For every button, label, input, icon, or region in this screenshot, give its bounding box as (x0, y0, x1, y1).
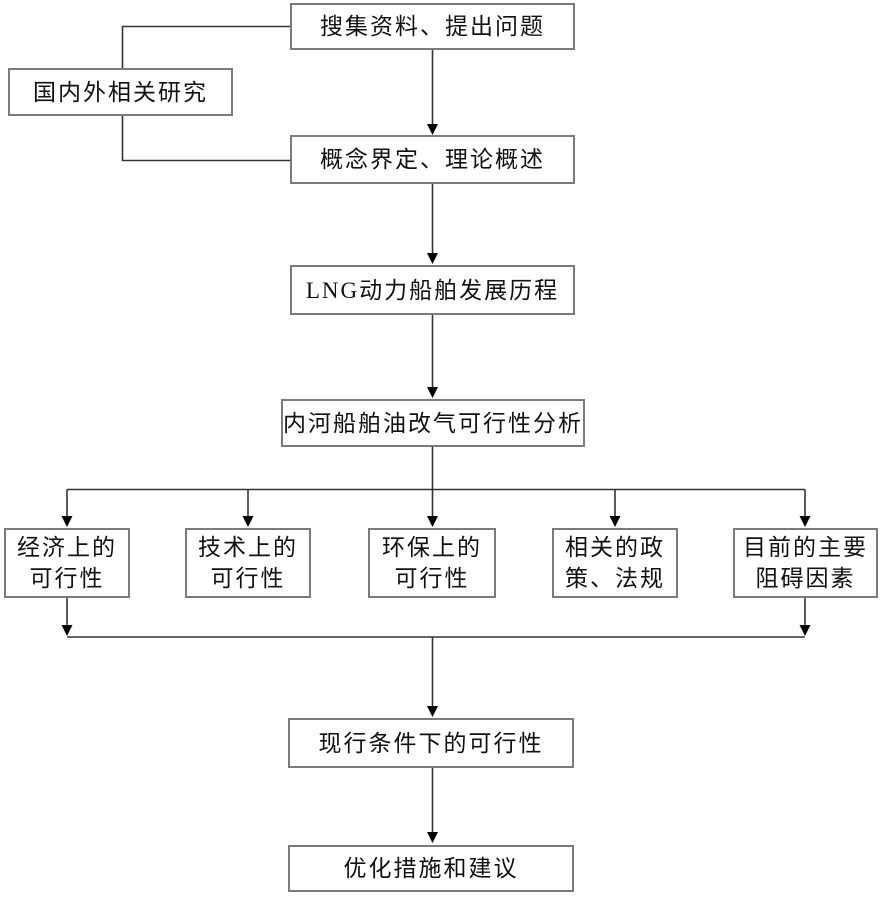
node-label: 策、法规 (565, 566, 665, 591)
arrowhead-icon (427, 387, 438, 398)
node-label: 可行性 (210, 566, 286, 591)
node-technical-feasibility: 技术上的 可行性 (185, 528, 311, 598)
arrowhead-icon (427, 124, 438, 135)
node-label: LNG动力船舶发展历程 (305, 277, 560, 303)
node-optimization-measures-suggestions: 优化措施和建议 (288, 845, 574, 892)
node-label: 技术上的 (198, 535, 298, 560)
node-label: 内河船舶油改气可行性分析 (283, 410, 583, 436)
edge-collect-research (121, 25, 290, 68)
edge-research-concept (121, 116, 290, 162)
node-domestic-foreign-research: 国内外相关研究 (8, 68, 233, 116)
node-feasibility-under-current-conditions: 现行条件下的可行性 (288, 718, 574, 768)
arrowhead-icon (609, 516, 621, 527)
node-label: 目前的主要 (743, 535, 868, 560)
node-label: 经济上的 (17, 535, 117, 560)
arrowhead-icon (61, 516, 73, 527)
arrowhead-icon (799, 625, 811, 636)
node-label: 现行条件下的可行性 (318, 730, 544, 756)
arrowhead-icon (427, 706, 438, 717)
node-main-obstacles: 目前的主要 阻碍因素 (733, 528, 878, 598)
node-oil-to-gas-feasibility-analysis: 内河船舶油改气可行性分析 (281, 399, 585, 447)
edge-concept-lng (427, 184, 438, 264)
node-label: 优化措施和建议 (343, 856, 519, 881)
node-label: 可行性 (29, 566, 105, 591)
arrowhead-icon (427, 253, 438, 264)
arrowhead-icon (799, 516, 811, 527)
node-lng-ship-history: LNG动力船舶发展历程 (290, 265, 575, 315)
edge-collect-concept (427, 50, 438, 135)
node-collect-data: 搜集资料、提出问题 (290, 3, 575, 50)
arrowhead-icon (242, 516, 254, 527)
node-label: 阻碍因素 (755, 566, 856, 591)
edge-feasibility-fanout (61, 447, 811, 527)
node-label: 环保上的 (382, 535, 482, 560)
node-label: 国内外相关研究 (33, 79, 208, 105)
edge-merge-current (61, 598, 811, 717)
edge-current-optimize (427, 768, 438, 843)
node-economic-feasibility: 经济上的 可行性 (4, 528, 130, 598)
node-concept-definition: 概念界定、理论概述 (290, 135, 575, 184)
node-label: 可行性 (394, 566, 470, 591)
arrowhead-icon (427, 516, 438, 527)
node-label: 概念界定、理论概述 (320, 147, 545, 172)
arrowhead-icon (427, 832, 438, 843)
edge-lng-feasibility (427, 315, 438, 398)
node-environmental-feasibility: 环保上的 可行性 (368, 528, 496, 598)
node-label: 相关的政 (565, 535, 665, 560)
arrowhead-icon (61, 625, 73, 636)
node-label: 搜集资料、提出问题 (320, 14, 545, 39)
node-related-policies-regulations: 相关的政 策、法规 (552, 528, 678, 598)
